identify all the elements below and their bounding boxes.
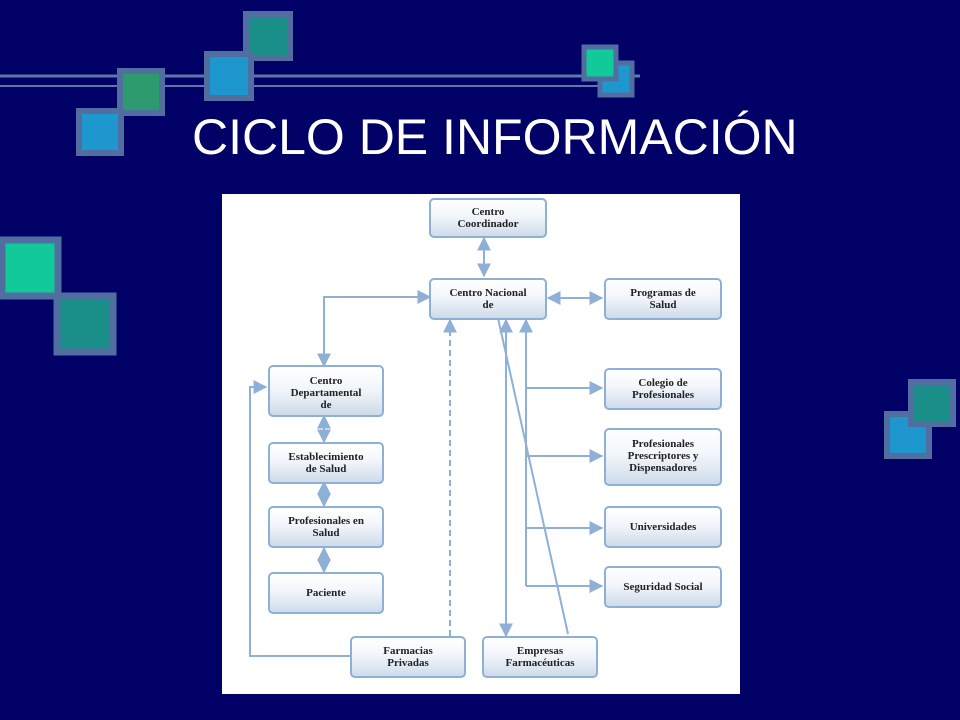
node-label: Departamental xyxy=(290,387,362,399)
node-label: de Salud xyxy=(305,463,347,475)
node-label: Farmacéuticas xyxy=(505,657,575,669)
node-label: de xyxy=(320,399,332,411)
line-nacional-empresas xyxy=(497,317,569,635)
node-profesionales-prescriptores: Profesionales Prescriptores y Dispensado… xyxy=(604,428,722,486)
node-label: Privadas xyxy=(387,657,429,669)
node-colegio-profesionales: Colegio de Profesionales xyxy=(604,368,722,410)
node-label: Empresas xyxy=(516,645,564,657)
node-label: Centro xyxy=(309,375,343,387)
node-label: de xyxy=(482,299,494,311)
node-seguridad-social: Seguridad Social xyxy=(604,566,722,608)
node-label: Programas de xyxy=(630,287,696,299)
node-establecimiento-salud: Establecimiento de Salud xyxy=(268,442,384,484)
deco-square-teal xyxy=(243,11,293,61)
deco-square-blue xyxy=(76,108,124,156)
slide-title: CICLO DE INFORMACIÓN xyxy=(192,109,798,165)
deco-square-blue xyxy=(204,51,254,101)
arrow-nacional-departamental xyxy=(317,290,432,368)
node-label: Profesionales en xyxy=(288,515,364,527)
node-programas-salud: Programas de Salud xyxy=(604,278,722,320)
node-label: Salud xyxy=(312,527,340,539)
node-farmacias-privadas: Farmacias Privadas xyxy=(350,636,466,678)
node-label: Profesionales xyxy=(631,438,695,450)
node-label: Farmacias xyxy=(383,645,433,657)
node-label: Centro xyxy=(471,206,505,218)
deco-square-mint xyxy=(581,44,619,82)
deco-square-teal xyxy=(908,379,956,427)
node-label: Salud xyxy=(649,299,677,311)
node-label: Dispensadores xyxy=(629,462,697,474)
node-label: Coordinador xyxy=(457,218,519,230)
node-centro-coordinador: Centro Coordinador xyxy=(429,198,547,238)
node-label: Prescriptores y xyxy=(627,450,699,462)
arrow-farmacias-departamental xyxy=(249,380,352,657)
deco-square-green xyxy=(117,68,165,116)
node-label: Seguridad Social xyxy=(623,581,703,593)
node-centro-nacional: Centro Nacional de xyxy=(429,278,547,320)
node-universidades: Universidades xyxy=(604,506,722,548)
node-label: Colegio de xyxy=(638,377,688,389)
deco-square-mint xyxy=(0,236,62,300)
deco-square-teal xyxy=(53,292,117,356)
node-label: Paciente xyxy=(306,587,346,599)
node-label: Universidades xyxy=(629,521,697,533)
diagram-connectors xyxy=(249,236,604,657)
node-centro-departamental: Centro Departamental de xyxy=(268,365,384,417)
node-empresas-farmaceuticas: Empresas Farmacéuticas xyxy=(482,636,598,678)
node-label: Profesionales xyxy=(631,389,695,401)
node-paciente: Paciente xyxy=(268,572,384,614)
flow-diagram: Centro Coordinador Centro Nacional de Pr… xyxy=(222,194,740,694)
node-label: Centro Nacional xyxy=(449,287,527,299)
node-profesionales-salud: Profesionales en Salud xyxy=(268,506,384,548)
node-label: Establecimiento xyxy=(288,451,364,463)
